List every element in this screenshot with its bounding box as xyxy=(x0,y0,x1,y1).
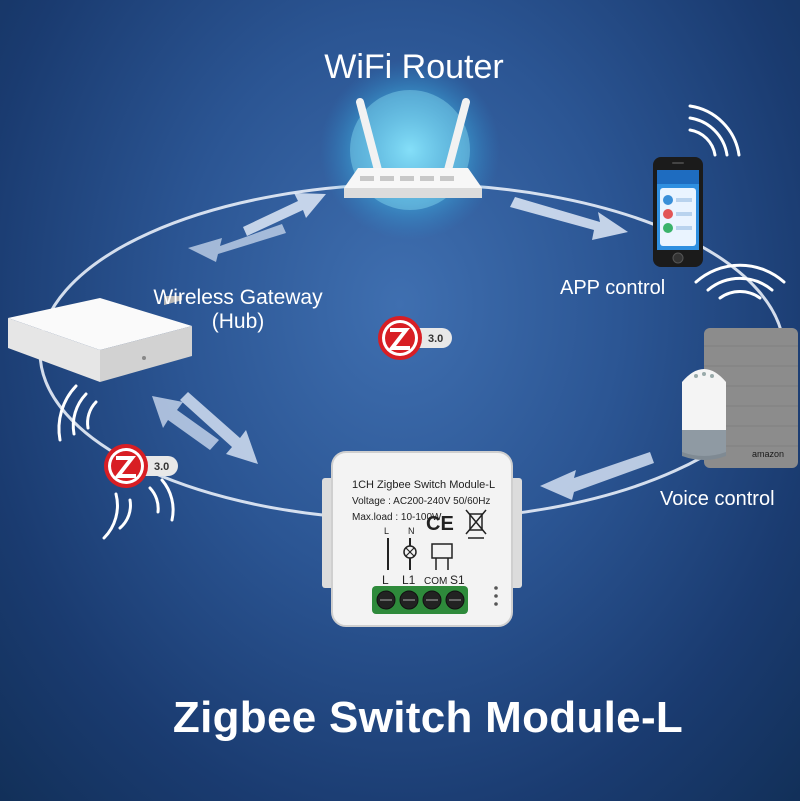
speaker-wifi-waves xyxy=(694,263,786,300)
speaker-brand-text: amazon xyxy=(752,449,784,459)
terminal-n-top: N xyxy=(408,526,415,536)
bottom-label-l1: L1 xyxy=(402,573,416,587)
main-title: Zigbee Switch Module-L xyxy=(172,693,684,742)
gateway-wifi-waves xyxy=(57,384,98,442)
arrow-gateway-to-router xyxy=(243,193,326,236)
module-maxload-text: Max.load : 10-100W xyxy=(352,512,442,523)
terminal-block xyxy=(372,586,468,614)
gateway-hub-icon xyxy=(8,296,192,382)
arrow-voice-to-module xyxy=(540,452,654,500)
gateway-label-line2: (Hub) xyxy=(211,310,265,333)
smartphone-icon xyxy=(653,157,703,267)
zigbee-version-left: 3.0 xyxy=(154,461,169,473)
zigbee-badge-left: 3.0 xyxy=(104,444,178,488)
terminal-l-top: L xyxy=(384,526,389,536)
weee-bin-icon xyxy=(465,509,487,539)
bottom-label-l: L xyxy=(382,573,389,587)
arrow-router-to-gateway xyxy=(188,224,286,262)
zigbee-version-center: 3.0 xyxy=(428,333,443,345)
arrow-router-to-phone xyxy=(510,197,628,240)
arrow-gateway-to-module xyxy=(180,392,258,464)
phone-wifi-waves xyxy=(688,104,741,157)
smart-speakers-icon: amazon xyxy=(682,328,798,468)
voice-control-label: Voice control xyxy=(660,488,775,510)
module-voltage-text: Voltage : AC200-240V 50/60Hz xyxy=(352,496,490,507)
app-control-label: APP control xyxy=(560,277,666,299)
ce-mark: CE xyxy=(426,513,454,535)
zigbee-left-waves xyxy=(102,478,175,540)
bottom-label-s1: S1 xyxy=(450,573,465,587)
gateway-label-line1: Wireless Gateway xyxy=(153,286,323,309)
bottom-label-com: COM xyxy=(424,576,447,587)
arrow-module-to-gateway xyxy=(152,396,219,450)
zigbee-badge-center: 3.0 xyxy=(378,316,452,360)
zigbee-z-icon xyxy=(114,456,136,478)
router-label: WiFi Router xyxy=(324,48,504,86)
module-title-text: 1CH Zigbee Switch Module-L xyxy=(352,479,495,491)
gateway-label: Wireless Gateway (Hub) xyxy=(128,286,348,334)
switch-module: 1CH Zigbee Switch Module-L Voltage : AC2… xyxy=(322,451,522,627)
zigbee-z-icon xyxy=(388,328,410,350)
switch-symbol-icon xyxy=(431,543,453,559)
wifi-router-icon xyxy=(344,98,482,198)
